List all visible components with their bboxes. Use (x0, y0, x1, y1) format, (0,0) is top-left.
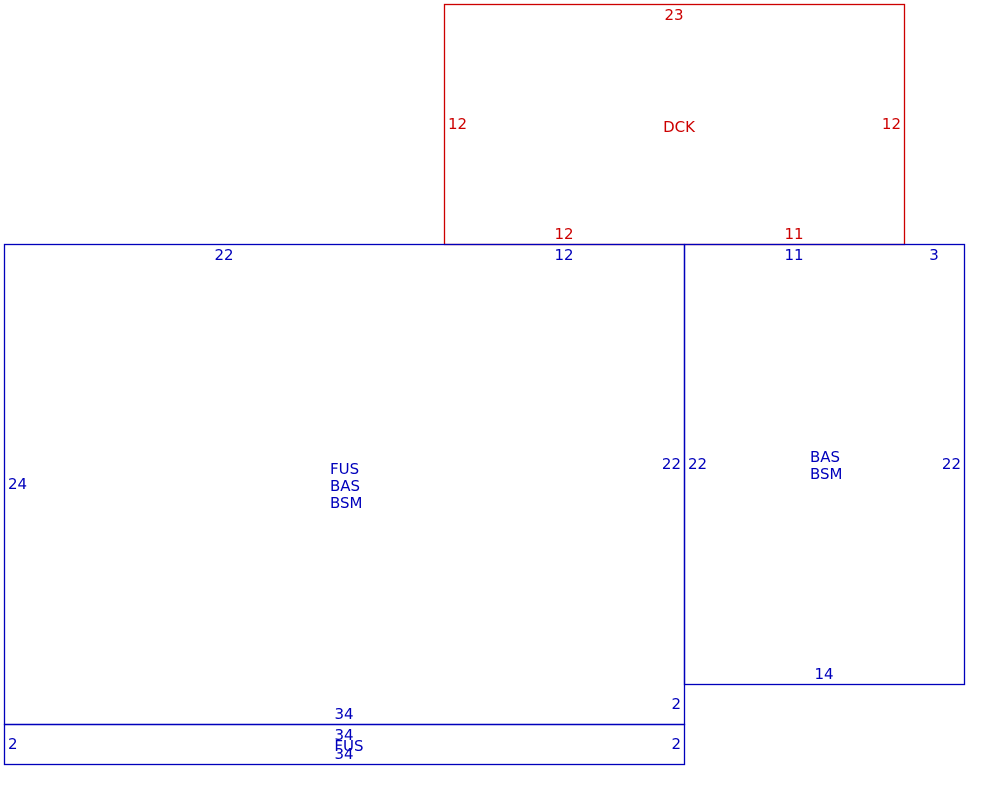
side-dim-top-right: 3 (929, 246, 939, 264)
main-dim-left: 24 (8, 475, 27, 493)
deck-dim-left: 12 (448, 115, 467, 133)
deck-group: 23 12 12 12 11 DCK (443, 3, 906, 246)
deck-area-label: DCK (663, 118, 696, 136)
main-dim-right: 22 (662, 455, 681, 473)
side-section-group: 11 3 22 22 14 BAS BSM (683, 243, 966, 686)
deck-dim-top: 23 (664, 6, 683, 24)
side-area-label-2: BSM (810, 465, 843, 483)
main-dim-bottom: 34 (334, 705, 353, 723)
main-dim-right-step: 2 (671, 695, 681, 713)
side-dim-bottom: 14 (814, 665, 833, 683)
strip-section-group: 34 FUS 34 2 2 (3, 723, 686, 766)
side-dim-right: 22 (942, 455, 961, 473)
deck-dim-bottom-right: 11 (784, 225, 803, 243)
main-dim-top-right: 12 (554, 246, 573, 264)
main-area-label-3: BSM (330, 494, 363, 512)
side-dim-left: 22 (688, 455, 707, 473)
deck-dim-right: 12 (882, 115, 901, 133)
strip-dim-right: 2 (671, 735, 681, 753)
deck-dim-bottom-left: 12 (554, 225, 573, 243)
side-area-label-1: BAS (810, 448, 840, 466)
strip-section-outline[interactable] (3, 723, 686, 766)
strip-area-label: FUS (334, 737, 363, 755)
strip-dim-top: 34 (334, 726, 353, 744)
side-dim-top-left: 11 (784, 246, 803, 264)
main-area-label-2: BAS (330, 477, 360, 495)
strip-dim-left: 2 (8, 735, 18, 753)
strip-dim-bottom: 34 (334, 745, 353, 763)
main-dim-top-left: 22 (214, 246, 233, 264)
main-section-group: 22 12 24 22 34 2 FUS BAS BSM (3, 243, 686, 726)
side-section-outline[interactable] (683, 243, 966, 686)
main-area-label-1: FUS (330, 460, 359, 478)
